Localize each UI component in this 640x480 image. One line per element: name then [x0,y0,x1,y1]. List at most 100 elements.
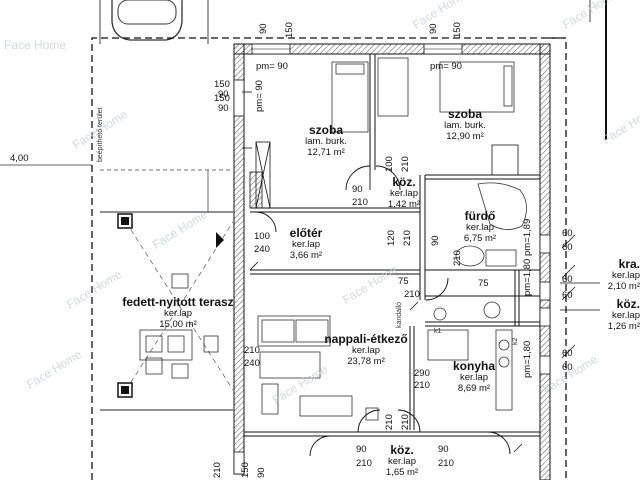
dimension-label: 210 [438,458,454,469]
dimension-label: 90 [438,444,449,455]
room-floor: ker.lap [388,456,416,468]
room-name: kra. [618,257,640,271]
fireplace-label: kandalló [396,301,403,328]
dimension-label: 290 [414,368,430,379]
doors [255,165,511,457]
room-name: köz. [390,443,414,457]
dimension-label: 60 [562,274,573,285]
room-name: köz. [616,297,640,311]
dimension-label: 210 [356,458,372,469]
dimension-label: 60 [562,290,573,301]
room-label-living-dining: nappali-étkező ker.lap 23,78 m² [316,332,416,367]
dimension-label: 210 [414,380,430,391]
room-label-storage: kra. ker.lap 2,10 m² [596,257,640,292]
dimension-label: pm=1,80 [522,340,533,378]
dimension-label: 90 [430,235,441,246]
room-label-bedroom-2: szoba lam. burk. 12,90 m² [432,107,498,142]
room-name: fedett-nyitott terasz [122,295,234,309]
dimension-label: 210 [212,462,223,478]
dimension-label: 150 [214,93,230,104]
dimension-label: 210 [402,230,413,246]
room-name: konyha [452,359,495,373]
dimension-label: 75 [398,276,409,287]
car-icon [111,0,183,41]
room-area: 23,78 m² [347,355,385,367]
dimension-label: 210 [244,345,260,356]
room-label-kitchen: konyha ker.lap 8,69 m² [446,359,502,394]
interior-walls [244,54,540,437]
dimension-label: 4,00 [10,153,29,164]
dimension-label: pm= 90 [430,61,462,72]
room-area: 1,65 m² [385,466,419,478]
buildable-area-boundary [91,37,567,480]
dimension-label: 210 [384,414,395,430]
dimension-label: 90 [218,89,229,100]
dimension-label: 210 [404,289,420,300]
dimension-label: pm= 90 [254,80,265,112]
dimension-label: pm= 90 [256,61,288,72]
room-area: 8,69 m² [457,382,491,394]
room-area: 6,75 m² [463,232,497,244]
room-label-bathroom: fürdő ker.lap 6,75 m² [452,209,508,244]
room-floor: ker.lap [352,345,380,357]
room-label-terrace: fedett-nyitott terasz ker.lap 15,00 m² [116,295,240,330]
room-name: köz. [392,175,416,189]
room-label-corridor-3: köz. ker.lap 1,26 m² [596,297,640,332]
room-area: 1,26 m² [607,320,640,332]
terrace-area [100,169,234,411]
buildable-area-label: beépíthető terület [97,107,104,163]
dimension-label: 60 [562,242,573,253]
room-label-corridor-1: köz. ker.lap 1,42 m² [382,175,426,210]
dimension-label: 90 [258,23,269,34]
dimension-label: 90 [256,467,267,478]
room-floor: ker.lap [612,310,640,322]
room-name: előtér [289,226,323,240]
room-area: 2,10 m² [607,280,640,292]
bathtub-icon [433,182,527,321]
room-floor: lam. burk. [305,136,347,148]
room-floor: lam. burk. [444,120,486,132]
bed-icon [331,57,515,133]
dimension-label: pm=1,89 [522,218,533,256]
dimension-label: 210 [452,250,463,266]
dimension-label: pm=1,80 [522,258,533,296]
dimension-label: 60 [562,228,573,239]
room-floor: ker.lap [460,372,488,384]
dimension-label: 120 [386,230,397,246]
room-label-bedroom-1: szoba lam. burk. 12,71 m² [296,123,356,158]
living-furniture [257,315,513,421]
dimension-label: 150 [214,79,230,90]
dimension-label: 90 [218,103,229,114]
windows [233,43,551,475]
watermark-text: Face Home [4,38,67,52]
room-label-hall: előtér ker.lap 3,66 m² [282,226,330,261]
room-area: 1,42 m² [387,198,421,210]
room-area: 12,90 m² [446,130,484,142]
room-floor: ker.lap [612,270,640,282]
room-floor: ker.lap [466,222,494,234]
room-name: fürdő [464,209,496,223]
dimension-label: 240 [254,244,270,255]
room-label-corridor-2: köz. ker.lap 1,65 m² [378,443,426,478]
k1-label: k1 [434,328,442,335]
room-area: 3,66 m² [289,249,323,261]
dimension-label: 90 [428,23,439,34]
room-name: nappali-étkező [324,332,408,346]
room-floor: ker.lap [164,308,192,320]
room-name: szoba [447,107,482,121]
dimension-label: 90 [352,184,363,195]
dimension-label: 150 [284,22,295,38]
k2-label: k2 [512,337,519,345]
dimension-label: 210 [352,197,368,208]
room-area: 15,00 m² [159,318,197,330]
dimension-label: 100 [254,231,270,242]
dimension-label: 60 [562,362,573,373]
dimension-label: 100 [384,156,395,172]
room-area: 12,71 m² [307,146,345,158]
dimension-label: 240 [244,358,260,369]
dimension-label: 75 [478,278,489,289]
dimension-label: 150 [452,22,463,38]
wardrobes [255,141,519,209]
room-floor: ker.lap [292,239,320,251]
